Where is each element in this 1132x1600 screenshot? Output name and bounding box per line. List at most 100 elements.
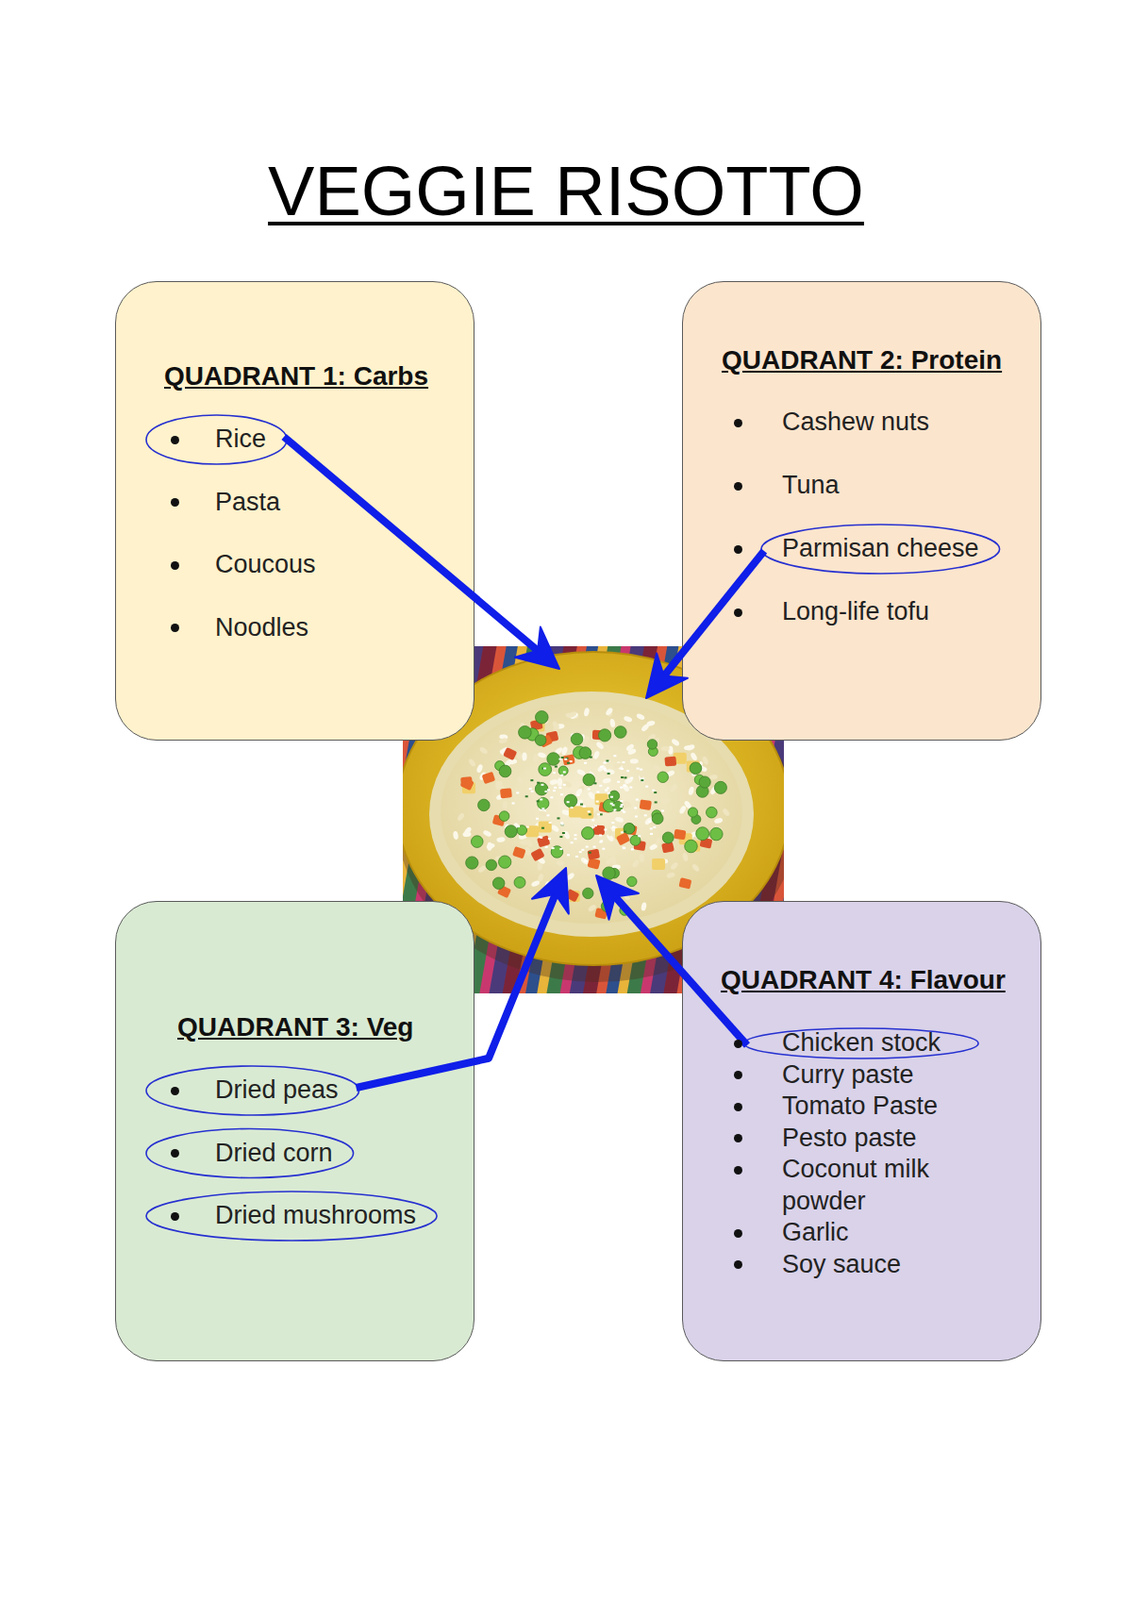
cheese-sprinkle xyxy=(574,837,578,840)
pea xyxy=(499,811,510,822)
pea xyxy=(504,825,517,838)
cheese-sprinkle xyxy=(623,831,627,833)
cheese-sprinkle xyxy=(649,827,653,830)
rice-grain xyxy=(456,812,466,822)
cheese-sprinkle xyxy=(556,816,560,819)
carrot-cube xyxy=(530,848,545,863)
cheese-sprinkle xyxy=(622,846,626,849)
cheese-sprinkle xyxy=(612,826,616,829)
carrot-cube xyxy=(512,846,527,859)
cheese-sprinkle xyxy=(606,786,610,789)
cheese-sprinkle xyxy=(599,765,603,768)
cheese-sprinkle xyxy=(562,832,566,834)
list-item: Curry paste xyxy=(682,1059,1041,1092)
cheese-sprinkle xyxy=(599,813,603,816)
cheese-sprinkle xyxy=(587,787,591,790)
cheese-sprinkle xyxy=(594,824,598,827)
cheese-sprinkle xyxy=(613,754,616,757)
arrow xyxy=(356,867,569,1088)
cheese-sprinkle xyxy=(654,800,658,803)
list-item-text: Rice xyxy=(215,423,267,456)
list-item-text: Soy sauce xyxy=(782,1248,901,1282)
rice-grain xyxy=(475,764,483,774)
rice-grain xyxy=(544,881,551,891)
pea xyxy=(516,825,528,836)
carrot-cube xyxy=(562,753,576,766)
cheese-sprinkle xyxy=(548,837,551,840)
cheese-sprinkle xyxy=(529,787,533,790)
cheese-sprinkle xyxy=(626,769,630,772)
pea xyxy=(518,725,533,739)
cheese-sprinkle xyxy=(604,789,608,792)
rice-grain xyxy=(623,776,633,785)
rice-grain xyxy=(613,762,623,770)
pea xyxy=(558,765,568,776)
cheese-sprinkle xyxy=(570,806,574,809)
carrot-cube xyxy=(482,771,497,784)
pea xyxy=(582,887,594,899)
cheese-sprinkle xyxy=(607,792,611,795)
rice-grain xyxy=(516,750,523,761)
pea xyxy=(687,807,698,817)
rice-grain xyxy=(623,715,633,723)
cheese-sprinkle xyxy=(644,814,648,816)
arrow xyxy=(596,875,748,1046)
cheese-sprinkle xyxy=(661,810,665,813)
cheese-sprinkle xyxy=(616,781,620,783)
pea xyxy=(627,876,637,886)
rice-grain xyxy=(498,737,508,745)
arrow-shaft xyxy=(663,550,765,678)
pea xyxy=(706,806,718,818)
rice-grain xyxy=(516,775,525,785)
cheese-sprinkle xyxy=(620,809,624,812)
quadrant-box: QUADRANT 3: VegDried peasDried cornDried… xyxy=(115,900,475,1362)
pea xyxy=(699,776,711,788)
list-item: Chicken stock xyxy=(682,1027,1041,1060)
list-item: Noodles xyxy=(116,612,474,645)
arrow xyxy=(283,436,560,669)
list-item-text: Tuna xyxy=(782,469,840,502)
cheese-sprinkle xyxy=(559,848,563,850)
rice-grain xyxy=(682,851,690,862)
carrot-cube xyxy=(673,829,686,841)
cheese-sprinkle xyxy=(558,786,562,789)
cheese-sprinkle xyxy=(599,840,602,843)
list-item: Tuna xyxy=(682,469,1041,502)
garnish xyxy=(452,706,732,919)
list-item-text: Dried peas xyxy=(215,1074,339,1107)
list-item-text: Tomato Paste xyxy=(782,1090,938,1123)
list-item: Tomato Paste xyxy=(682,1090,1041,1123)
list-item: Coucous xyxy=(116,549,474,582)
risotto xyxy=(440,700,743,924)
list-item: Parmisan cheese xyxy=(682,532,1041,566)
rice-grain xyxy=(521,752,527,762)
rice-grain xyxy=(689,751,699,762)
cheese-sprinkle xyxy=(575,855,579,858)
cheese-sprinkle xyxy=(560,793,564,796)
rice-grain xyxy=(482,829,492,838)
rice-grain xyxy=(670,737,681,748)
quadrant-heading: QUADRANT 4: Flavour xyxy=(720,964,1041,997)
cheese-sprinkle xyxy=(566,800,570,803)
rice-grain xyxy=(606,827,613,836)
pea xyxy=(470,835,483,849)
cheese-sprinkle xyxy=(544,790,548,793)
rice-grain xyxy=(721,807,732,817)
rice-grain xyxy=(557,778,563,787)
pea xyxy=(609,790,620,801)
cheese-sprinkle xyxy=(619,786,623,789)
potato-cube xyxy=(580,807,594,819)
cheese-sprinkle xyxy=(560,821,564,824)
cheese-sprinkle xyxy=(606,760,610,763)
cheese-sprinkle xyxy=(563,770,566,773)
arrow-head xyxy=(515,627,560,669)
cheese-sprinkle xyxy=(596,800,600,803)
cheese-sprinkle xyxy=(634,815,638,817)
title-row: VEGGIE RISOTTO xyxy=(0,149,1132,234)
cheese-sprinkle xyxy=(599,839,603,842)
pea xyxy=(600,900,613,913)
rice-grain xyxy=(691,863,701,873)
pea xyxy=(579,747,592,760)
rice-grain xyxy=(687,785,695,796)
rice-grain xyxy=(661,746,670,752)
